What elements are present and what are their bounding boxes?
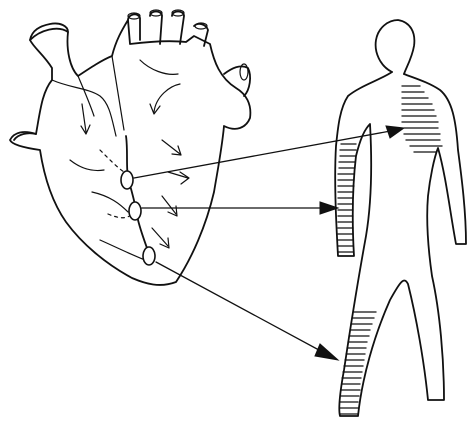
heart-contour-2 — [112, 56, 124, 130]
arrow-to-arm — [142, 202, 338, 214]
figure-outline — [335, 72, 466, 416]
conduction-pathway — [126, 136, 152, 262]
conduction-node-2 — [129, 202, 141, 220]
heart-contour-1 — [52, 80, 116, 136]
flow-arrow-2 — [154, 84, 180, 112]
flow-arrow-6-head — [160, 238, 169, 248]
conduction-node-3 — [143, 247, 155, 265]
flow-arrow-4 — [162, 196, 176, 214]
heart-contour-6 — [70, 160, 104, 171]
vessel-left — [30, 23, 68, 40]
heart-contour-4 — [140, 60, 178, 74]
shoulder-hatching — [402, 86, 442, 152]
heart-drawing — [10, 10, 250, 285]
flow-arrow-6 — [152, 228, 168, 246]
human-figure — [335, 20, 466, 416]
figure-head — [376, 20, 415, 74]
heart-outline — [10, 20, 250, 285]
flow-arrow-3 — [162, 140, 180, 154]
arrow-to-leg — [156, 262, 338, 360]
connection-arrows — [134, 126, 404, 360]
conduction-node-1 — [121, 171, 133, 189]
heart-contour-3 — [78, 76, 94, 116]
heart-contour-5 — [92, 192, 128, 212]
